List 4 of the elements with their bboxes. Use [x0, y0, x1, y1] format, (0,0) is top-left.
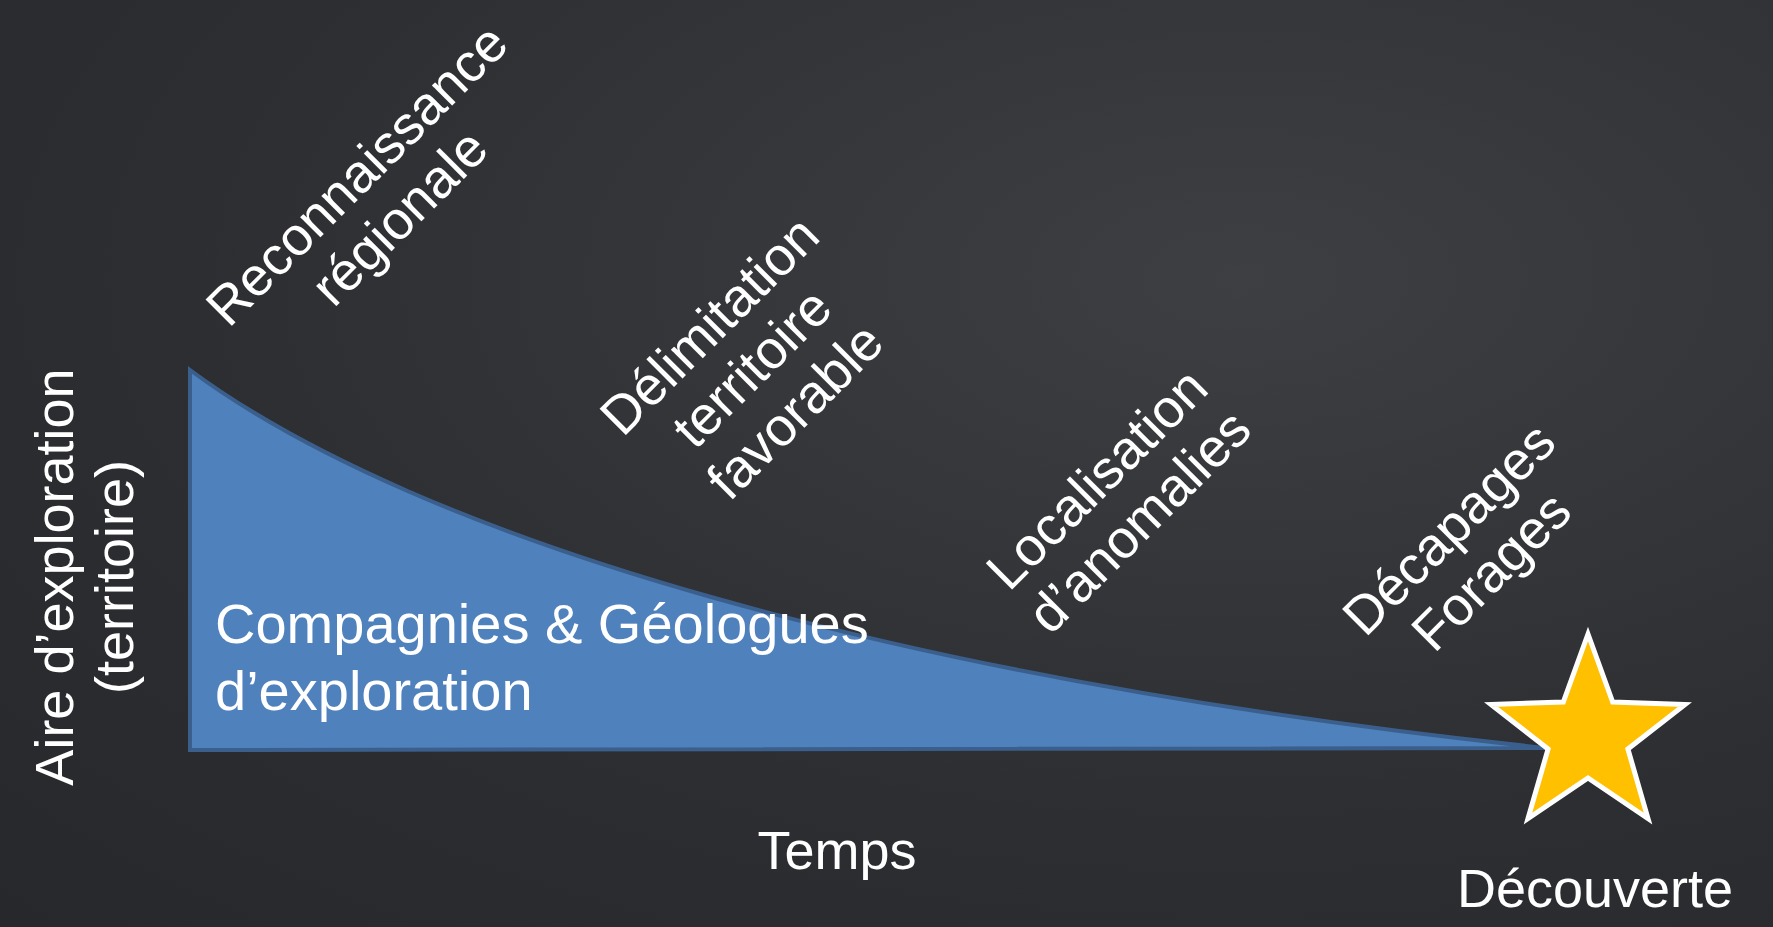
axis-title: Aire d’exploration (territoire): [23, 367, 145, 788]
area-label: Compagnies & Géologues d’exploration: [215, 591, 870, 725]
axis-title: Temps: [757, 819, 917, 881]
milestone-label: Découverte: [1456, 857, 1734, 919]
